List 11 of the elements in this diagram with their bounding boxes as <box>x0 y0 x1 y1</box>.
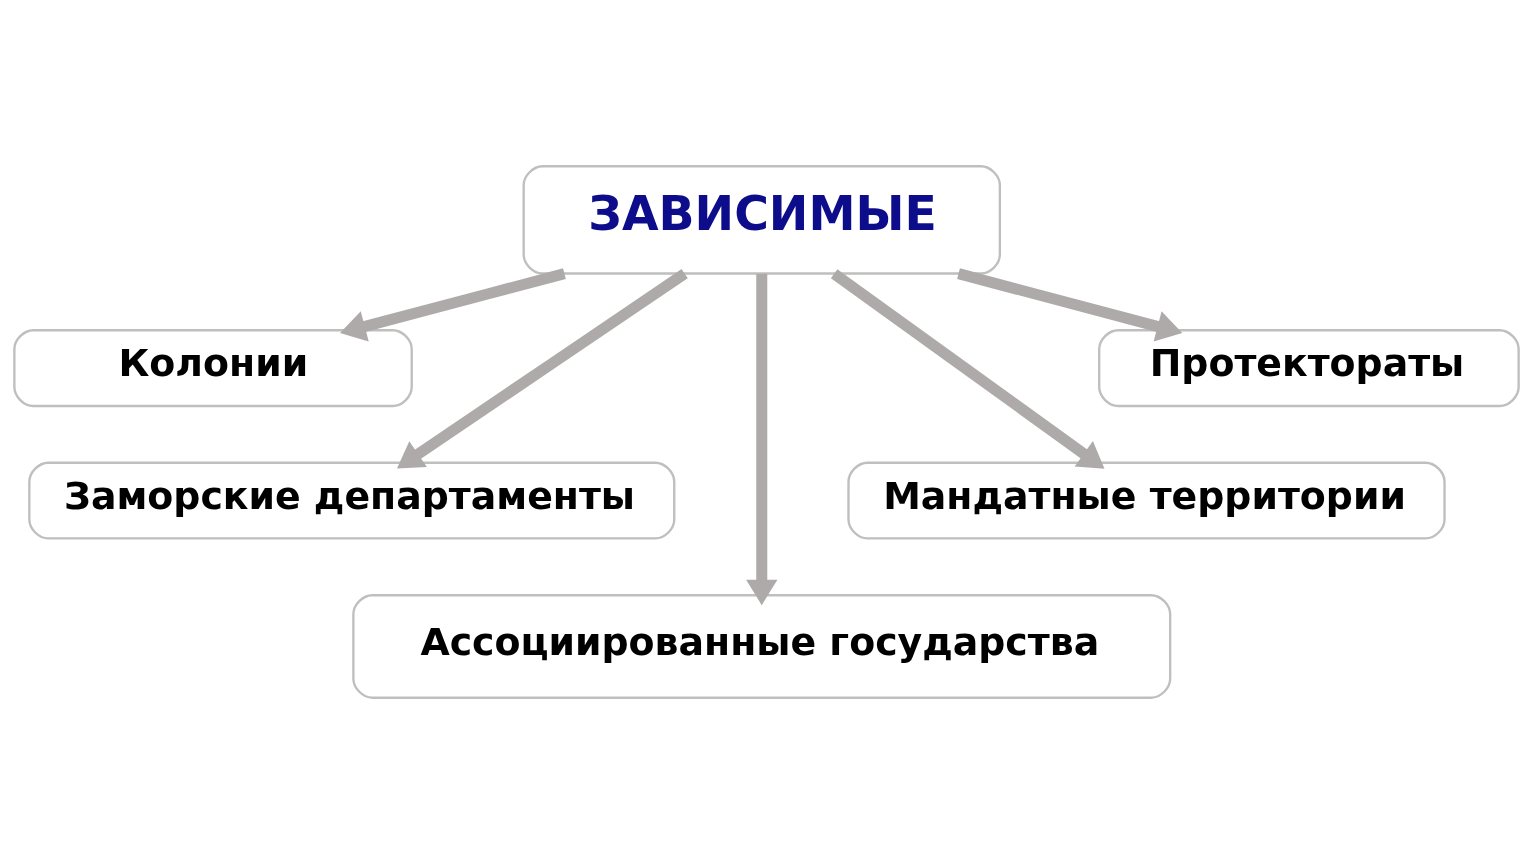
node-box: Мандатные территории <box>847 461 1446 540</box>
node-box: Протектораты <box>1098 329 1520 408</box>
arrow <box>340 268 566 342</box>
arrow <box>396 269 688 469</box>
arrow <box>957 268 1183 342</box>
node-box: Колонии <box>13 329 413 408</box>
node-box: Заморские департаменты <box>28 461 676 540</box>
arrow <box>830 269 1105 469</box>
node-box: ЗАВИСИМЫЕ <box>522 165 1002 275</box>
arrow <box>746 273 778 606</box>
node-box: Ассоциированные государства <box>352 594 1172 699</box>
